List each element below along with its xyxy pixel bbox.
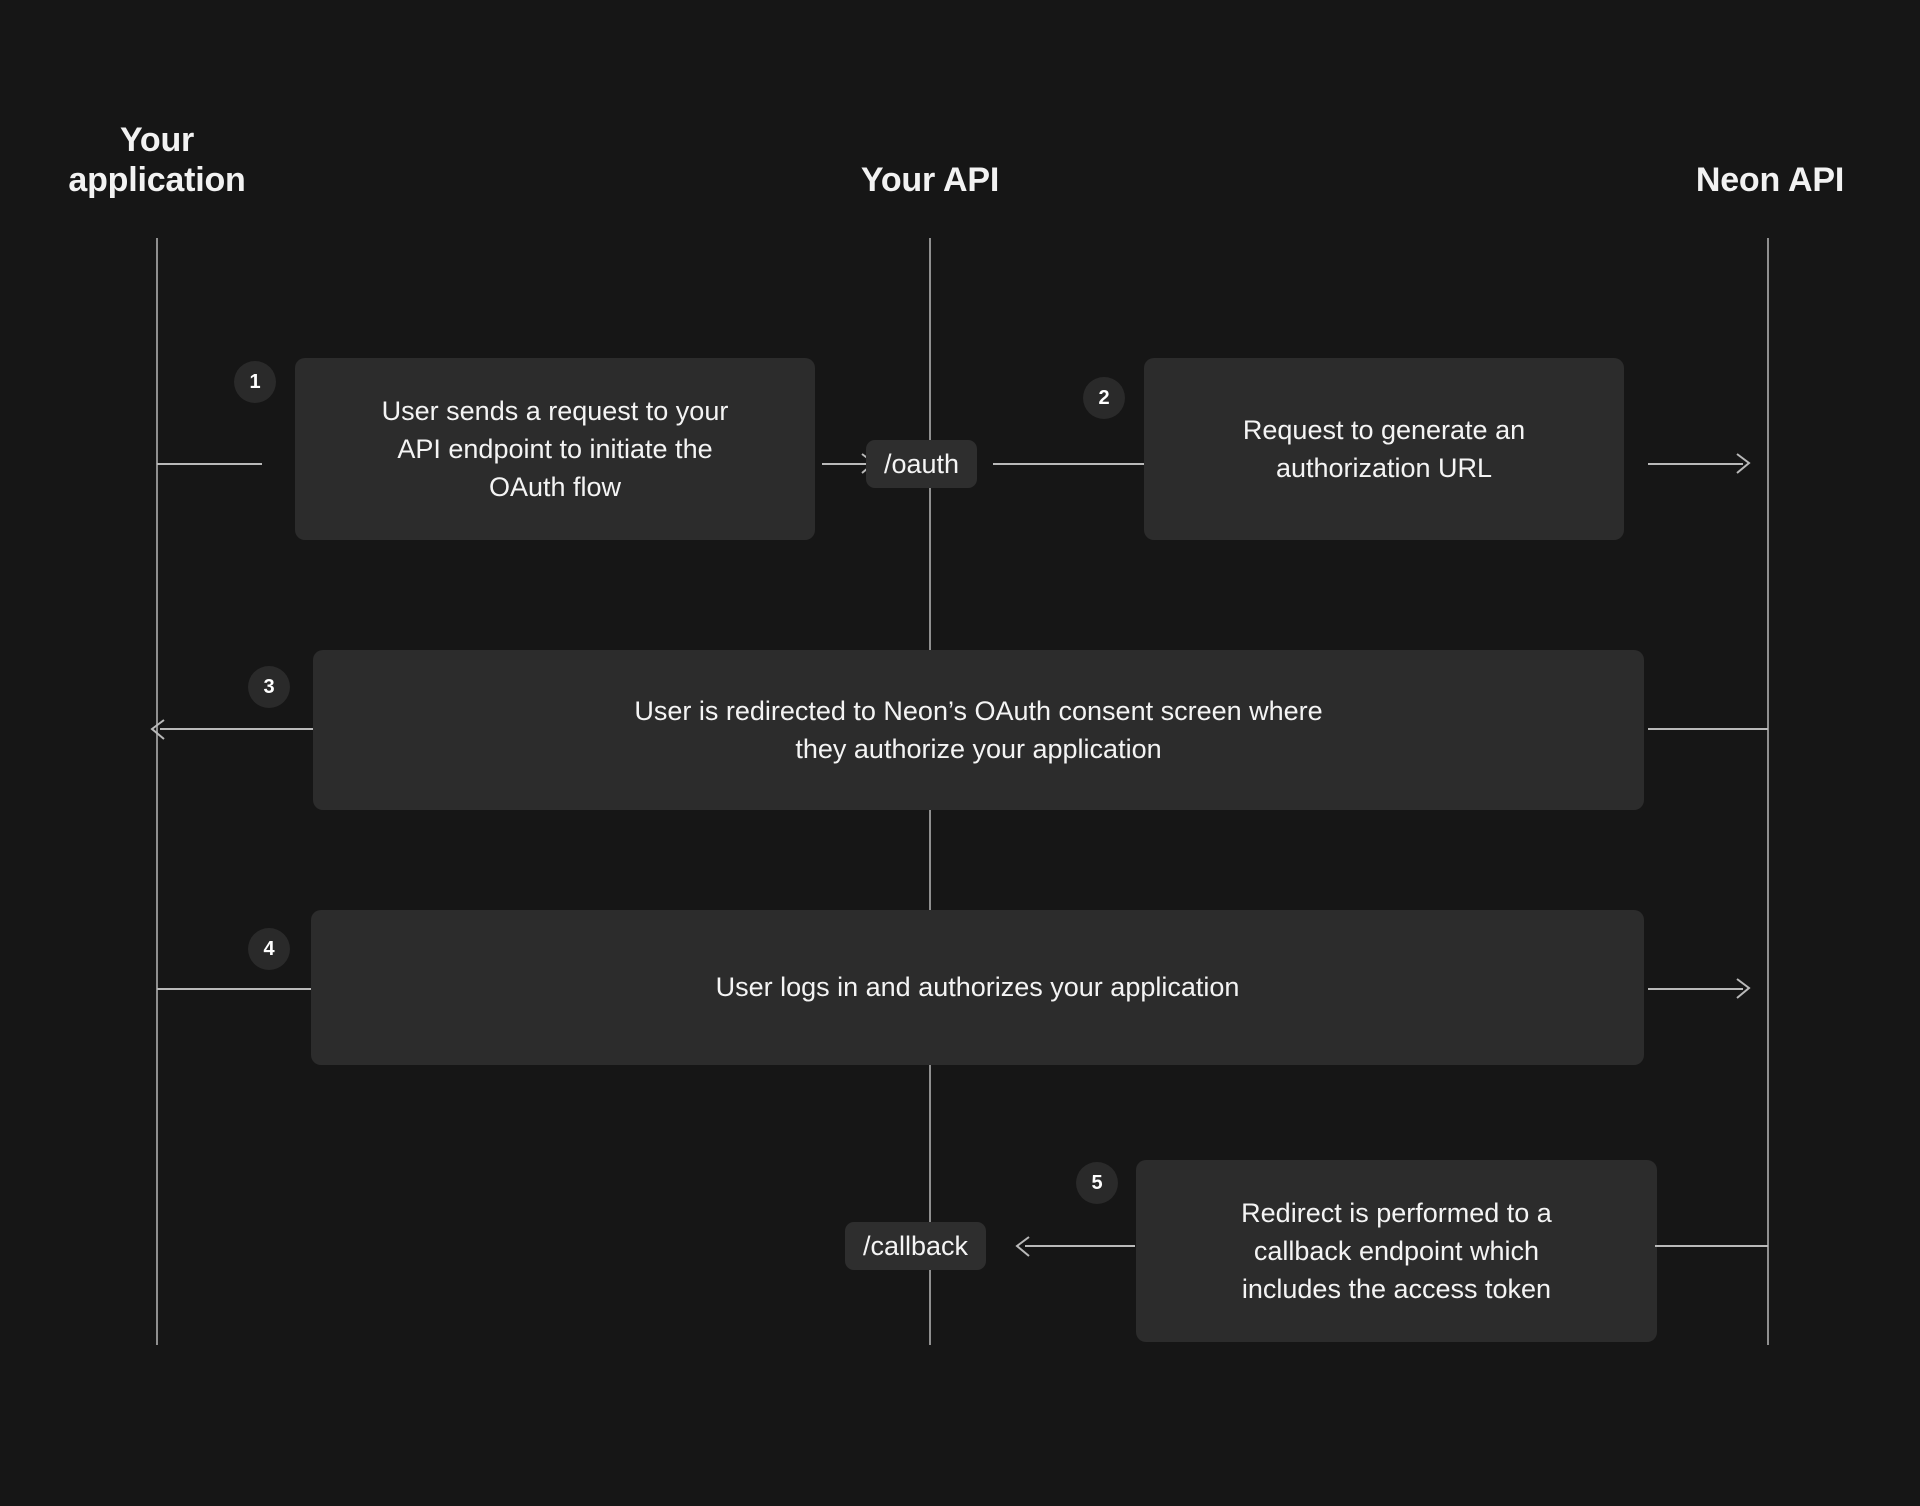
step-badge-2: 2 (1083, 377, 1125, 419)
step-text-4: User logs in and authorizes your applica… (715, 972, 1240, 1003)
step-badge-1: 1 (234, 361, 276, 403)
step-badge-3: 3 (248, 666, 290, 708)
step-text-3: User is redirected to Neon’s OAuth conse… (634, 695, 1323, 764)
step-text-5: Redirect is performed to a callback endp… (1241, 1197, 1552, 1305)
lane-header-neon-api: Neon API (1695, 161, 1845, 199)
lifeline-your-application (156, 238, 158, 1345)
connector-step-3-to-app (160, 728, 315, 730)
arrowhead-left-step-3 (150, 719, 165, 740)
connector-step-2-to-neon (1648, 463, 1743, 465)
lane-header-your-api: Your API (860, 161, 1000, 199)
step-box-3: User is redirected to Neon’s OAuth conse… (313, 650, 1644, 810)
arrowhead-left-step-5 (1015, 1236, 1030, 1257)
arrowhead-right-step-2 (1736, 453, 1751, 474)
connector-step-1-app-to-box (157, 463, 262, 465)
lifeline-neon-api (1767, 238, 1769, 1345)
connector-step-4-from-app (157, 988, 315, 990)
step-box-1: User sends a request to your API endpoin… (295, 358, 815, 540)
step-box-4: User logs in and authorizes your applica… (311, 910, 1644, 1065)
connector-oauth-to-step-2 (993, 463, 1146, 465)
endpoint-pill-callback[interactable]: /callback (845, 1222, 987, 1270)
connector-step-5-from-neon (1655, 1245, 1768, 1247)
step-text-2: Request to generate an authorization URL (1242, 414, 1526, 483)
connector-step-1-to-oauth (822, 463, 867, 465)
connector-step-5-to-callback (1025, 1245, 1135, 1247)
connector-step-4-to-neon (1648, 988, 1743, 990)
step-text-1: User sends a request to your API endpoin… (381, 395, 729, 503)
step-badge-4: 4 (248, 928, 290, 970)
step-badge-5: 5 (1076, 1162, 1118, 1204)
step-box-2: Request to generate an authorization URL (1144, 358, 1624, 540)
connector-step-3-from-neon (1648, 728, 1768, 730)
step-box-5: Redirect is performed to a callback endp… (1136, 1160, 1657, 1342)
endpoint-pill-oauth[interactable]: /oauth (866, 440, 978, 488)
arrowhead-right-step-4 (1736, 978, 1751, 999)
lane-header-your-application: Your application (68, 121, 246, 200)
